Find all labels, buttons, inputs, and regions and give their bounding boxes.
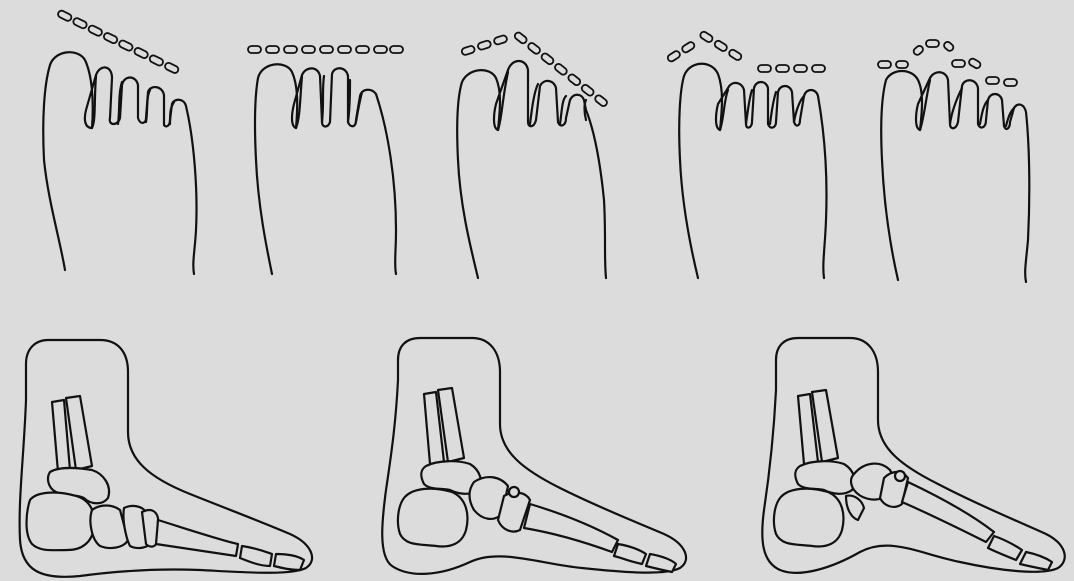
metatarsal-bone bbox=[156, 520, 238, 556]
toe-shape-foot-2 bbox=[248, 46, 403, 274]
bones bbox=[398, 388, 676, 572]
sesamoid-bone bbox=[895, 471, 905, 481]
distal-phalanx-bone bbox=[646, 554, 676, 572]
foot-outline bbox=[255, 64, 396, 274]
toe-line-dashes bbox=[666, 30, 825, 72]
distal-phalanx-bone bbox=[274, 554, 304, 570]
navicular-bone bbox=[90, 506, 128, 549]
toe-line-dashes bbox=[248, 46, 403, 53]
cuboid-bone bbox=[846, 496, 864, 520]
phalanx-bone bbox=[614, 544, 646, 564]
foot-outline bbox=[43, 52, 196, 274]
arch-foot-2 bbox=[382, 338, 686, 574]
distal-phalanx-bone bbox=[1020, 552, 1052, 570]
toe-shape-foot-5 bbox=[878, 40, 1029, 282]
calcaneus-bone bbox=[398, 489, 468, 547]
toe-lines bbox=[92, 76, 174, 128]
toe-line-dashes bbox=[57, 10, 180, 75]
metatarsal-bone bbox=[524, 504, 618, 552]
sesamoid-bone bbox=[509, 487, 519, 497]
toe-lines bbox=[920, 80, 1014, 130]
foot-outline bbox=[457, 61, 606, 278]
arch-foot-3 bbox=[762, 338, 1064, 573]
toe-shape-foot-1 bbox=[43, 10, 196, 274]
metatarsal-bone bbox=[902, 482, 994, 542]
toe-shape-foot-3 bbox=[457, 31, 608, 278]
phalanx-bone bbox=[240, 546, 272, 566]
bones bbox=[774, 390, 1052, 570]
calcaneus-bone bbox=[774, 489, 844, 547]
phalanx-bone bbox=[988, 536, 1022, 560]
calcaneus-bone bbox=[27, 493, 95, 551]
arch-foot-1 bbox=[20, 340, 312, 577]
toe-shape-foot-4 bbox=[666, 30, 826, 278]
